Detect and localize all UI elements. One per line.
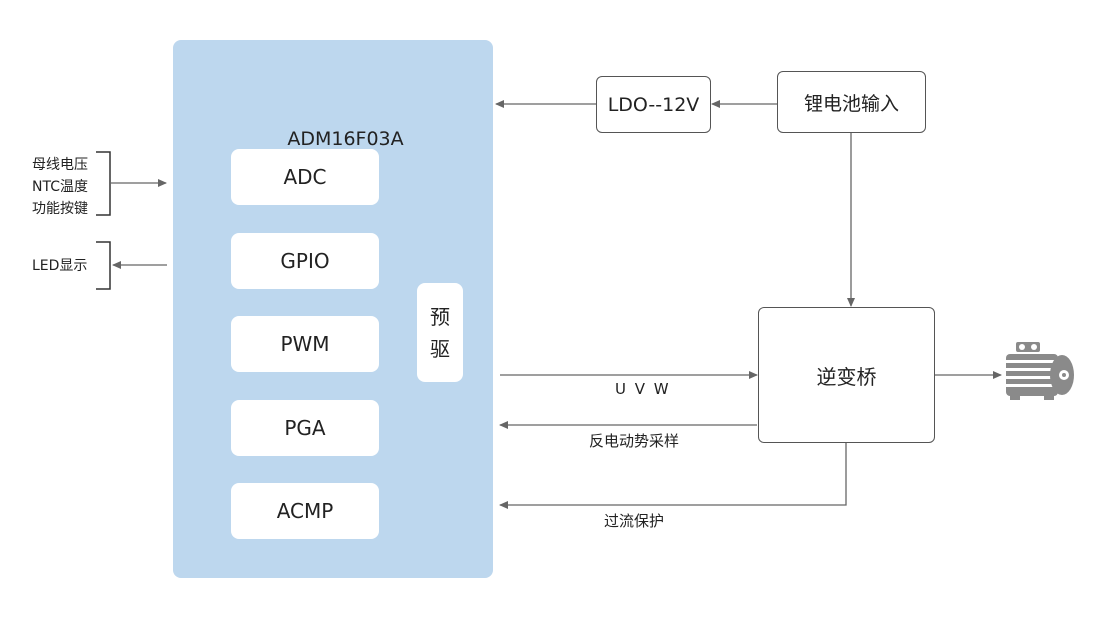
input-label-ntc: NTC温度 (32, 179, 88, 195)
mcu-title: ADM16F03A (287, 128, 404, 150)
battery-block: 锂电池输入 (777, 71, 926, 133)
module-pwm: PWM (231, 316, 379, 372)
predrive-block: 预 驱 (417, 283, 463, 382)
module-gpio: GPIO (231, 233, 379, 289)
input-label-bus-voltage: 母线电压 (32, 157, 88, 173)
overcurrent-line (499, 442, 847, 509)
input-bracket (96, 151, 111, 216)
uvw-label: U V W (615, 380, 671, 398)
back-emf-label: 反电动势采样 (589, 432, 680, 450)
predrive-label-2: 驱 (430, 336, 450, 361)
module-adc: ADC (231, 149, 379, 205)
motor-icon (1006, 342, 1074, 400)
ldo-block: LDO--12V (596, 76, 711, 133)
inverter-bridge-block: 逆变桥 (758, 307, 935, 443)
module-acmp: ACMP (231, 483, 379, 539)
led-bracket (96, 241, 111, 290)
module-pga: PGA (231, 400, 379, 456)
overcurrent-label: 过流保护 (604, 512, 665, 530)
predrive-label-1: 预 (430, 304, 450, 329)
led-display-label: LED显示 (32, 258, 88, 274)
input-label-keys: 功能按键 (32, 201, 88, 217)
